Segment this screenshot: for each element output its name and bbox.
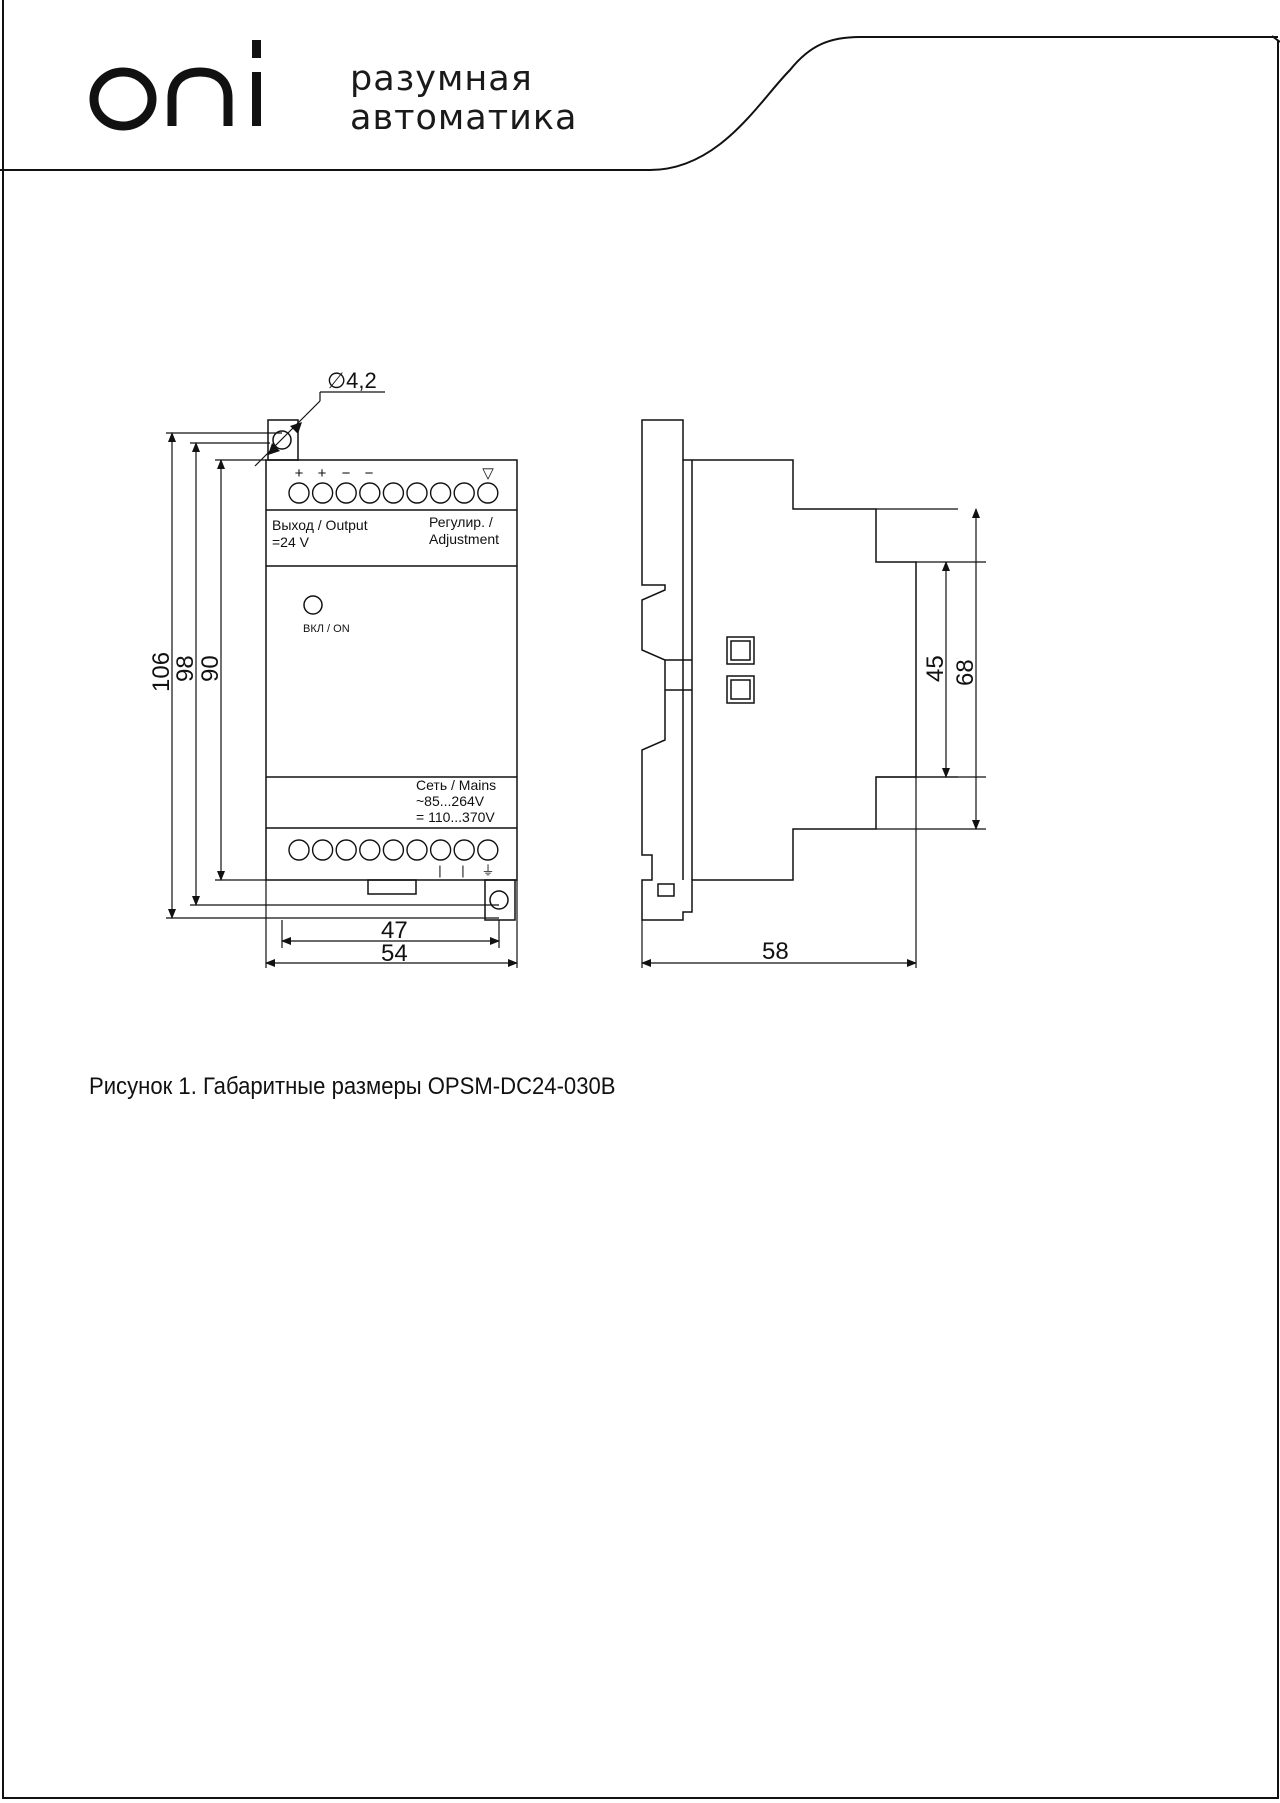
figure-caption: Рисунок 1. Габаритные размеры OPSM-DC24-… xyxy=(89,1073,616,1100)
brand-tagline: разумная автоматика xyxy=(350,60,577,138)
tagline-line-2: автоматика xyxy=(350,98,578,138)
terminal-symbol: + xyxy=(318,465,327,482)
terminal-screw xyxy=(359,839,381,861)
side-view-body xyxy=(641,419,917,921)
terminal-symbol: | xyxy=(438,863,441,878)
hole-diameter-label: ∅4,2 xyxy=(327,368,377,393)
dim-90-label: 90 xyxy=(197,655,224,682)
top-terminal-row: ++−−▽ xyxy=(288,465,499,504)
mains-label-line1: Сеть / Mains xyxy=(416,777,496,793)
dim-54-label: 54 xyxy=(381,940,408,967)
output-label-line1: Выход / Output xyxy=(272,517,368,533)
terminal-symbol: + xyxy=(295,465,304,482)
dim-45-label: 45 xyxy=(922,655,949,682)
terminal-screw xyxy=(311,482,334,504)
terminal-screw xyxy=(311,839,334,861)
mount-hole-bottom xyxy=(489,890,509,910)
dim-98-label: 98 xyxy=(172,655,199,682)
dim-106-label: 106 xyxy=(148,652,175,692)
terminal-screw xyxy=(382,482,405,504)
mains-label-line2: ~85...264V xyxy=(416,793,485,809)
mount-hole-top xyxy=(272,430,292,450)
terminal-screw xyxy=(429,482,452,504)
dim-68-label: 68 xyxy=(952,659,979,686)
terminal-symbol: − xyxy=(365,465,374,482)
front-view-body xyxy=(265,419,518,921)
output-label-line2: =24 V xyxy=(272,534,310,550)
terminal-screw xyxy=(453,482,475,504)
led-indicator xyxy=(303,595,323,615)
terminal-screw xyxy=(335,839,357,861)
terminal-screw xyxy=(477,839,499,861)
terminal-screw xyxy=(382,839,405,861)
terminal-screw xyxy=(335,482,357,504)
terminal-screw xyxy=(288,482,310,504)
terminal-screw xyxy=(453,839,475,861)
terminal-symbol: ▽ xyxy=(482,465,494,482)
terminal-screw xyxy=(359,482,381,504)
terminal-screw xyxy=(406,482,428,504)
dim-47-label: 47 xyxy=(381,917,408,944)
adjust-label-line2: Adjustment xyxy=(429,531,499,547)
bottom-terminal-row: | | ⏚ xyxy=(288,839,499,878)
terminal-screw xyxy=(406,839,428,861)
terminal-symbol: − xyxy=(342,465,351,482)
oni-logo xyxy=(89,40,261,131)
dim-58-label: 58 xyxy=(762,938,789,965)
terminal-screw xyxy=(288,839,310,861)
terminal-symbol: | xyxy=(461,863,464,878)
terminal-symbol: ⏚ xyxy=(481,863,494,878)
led-label: ВКЛ / ON xyxy=(303,623,350,635)
terminal-screw xyxy=(477,482,499,504)
mains-label-line3: = 110...370V xyxy=(416,809,495,825)
tagline-line-1: разумная xyxy=(350,59,533,99)
adjust-label-line1: Регулир. / xyxy=(429,514,493,530)
terminal-screw xyxy=(429,839,452,861)
